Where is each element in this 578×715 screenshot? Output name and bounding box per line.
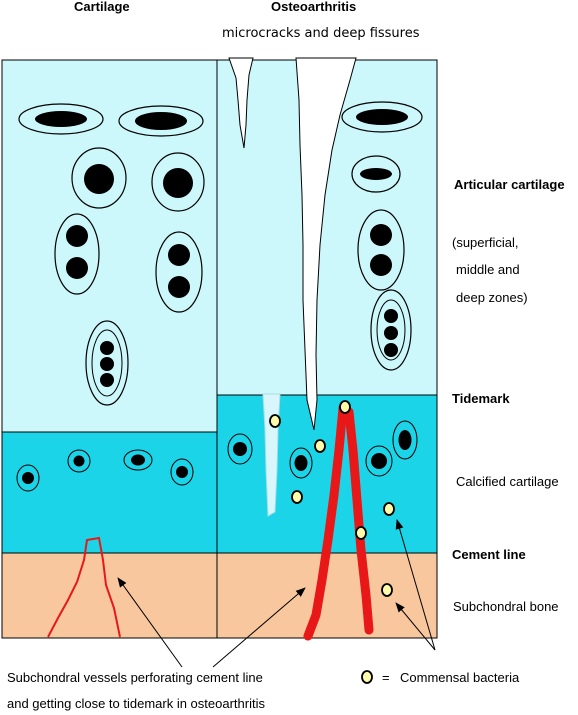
left-calcified-cartilage — [1, 431, 218, 554]
title-osteoarthritis: Osteoarthritis — [271, 0, 357, 14]
fissure-small — [228, 57, 254, 149]
label-zones-line3: deep zones) — [456, 290, 528, 305]
label-subchondral-bone: Subchondral bone — [453, 599, 559, 614]
right-calcified-cells — [227, 420, 418, 479]
left-chondrocytes — [18, 103, 205, 406]
label-vessels-line2: and getting close to tidemark in osteoar… — [7, 696, 265, 711]
label-tidemark: Tidemark — [452, 391, 510, 406]
label-zones-line2: middle and — [456, 262, 520, 277]
fissure-deep — [295, 57, 357, 431]
label-cement-line: Cement line — [452, 547, 526, 562]
legend-commensal-bacteria: Commensal bacteria — [400, 670, 520, 685]
legend-equals: = — [382, 670, 390, 685]
commensal-bacteria — [269, 400, 395, 597]
subtitle-microcracks: microcracks and deep fissures — [222, 26, 420, 41]
label-vessels-line1: Subchondral vessels perforating cement l… — [7, 670, 263, 685]
legend-bacterium-icon — [361, 670, 373, 684]
left-subchondral-vessel — [47, 536, 121, 638]
right-chondrocytes — [341, 101, 423, 371]
label-articular-cartilage: Articular cartilage — [454, 177, 565, 192]
label-zones-line1: (superficial, — [452, 235, 519, 250]
label-calcified-cartilage: Calcified cartilage — [456, 474, 559, 489]
annotation-arrows — [117, 519, 436, 668]
left-calcified-cells — [16, 449, 194, 492]
title-cartilage: Cartilage — [74, 0, 130, 14]
